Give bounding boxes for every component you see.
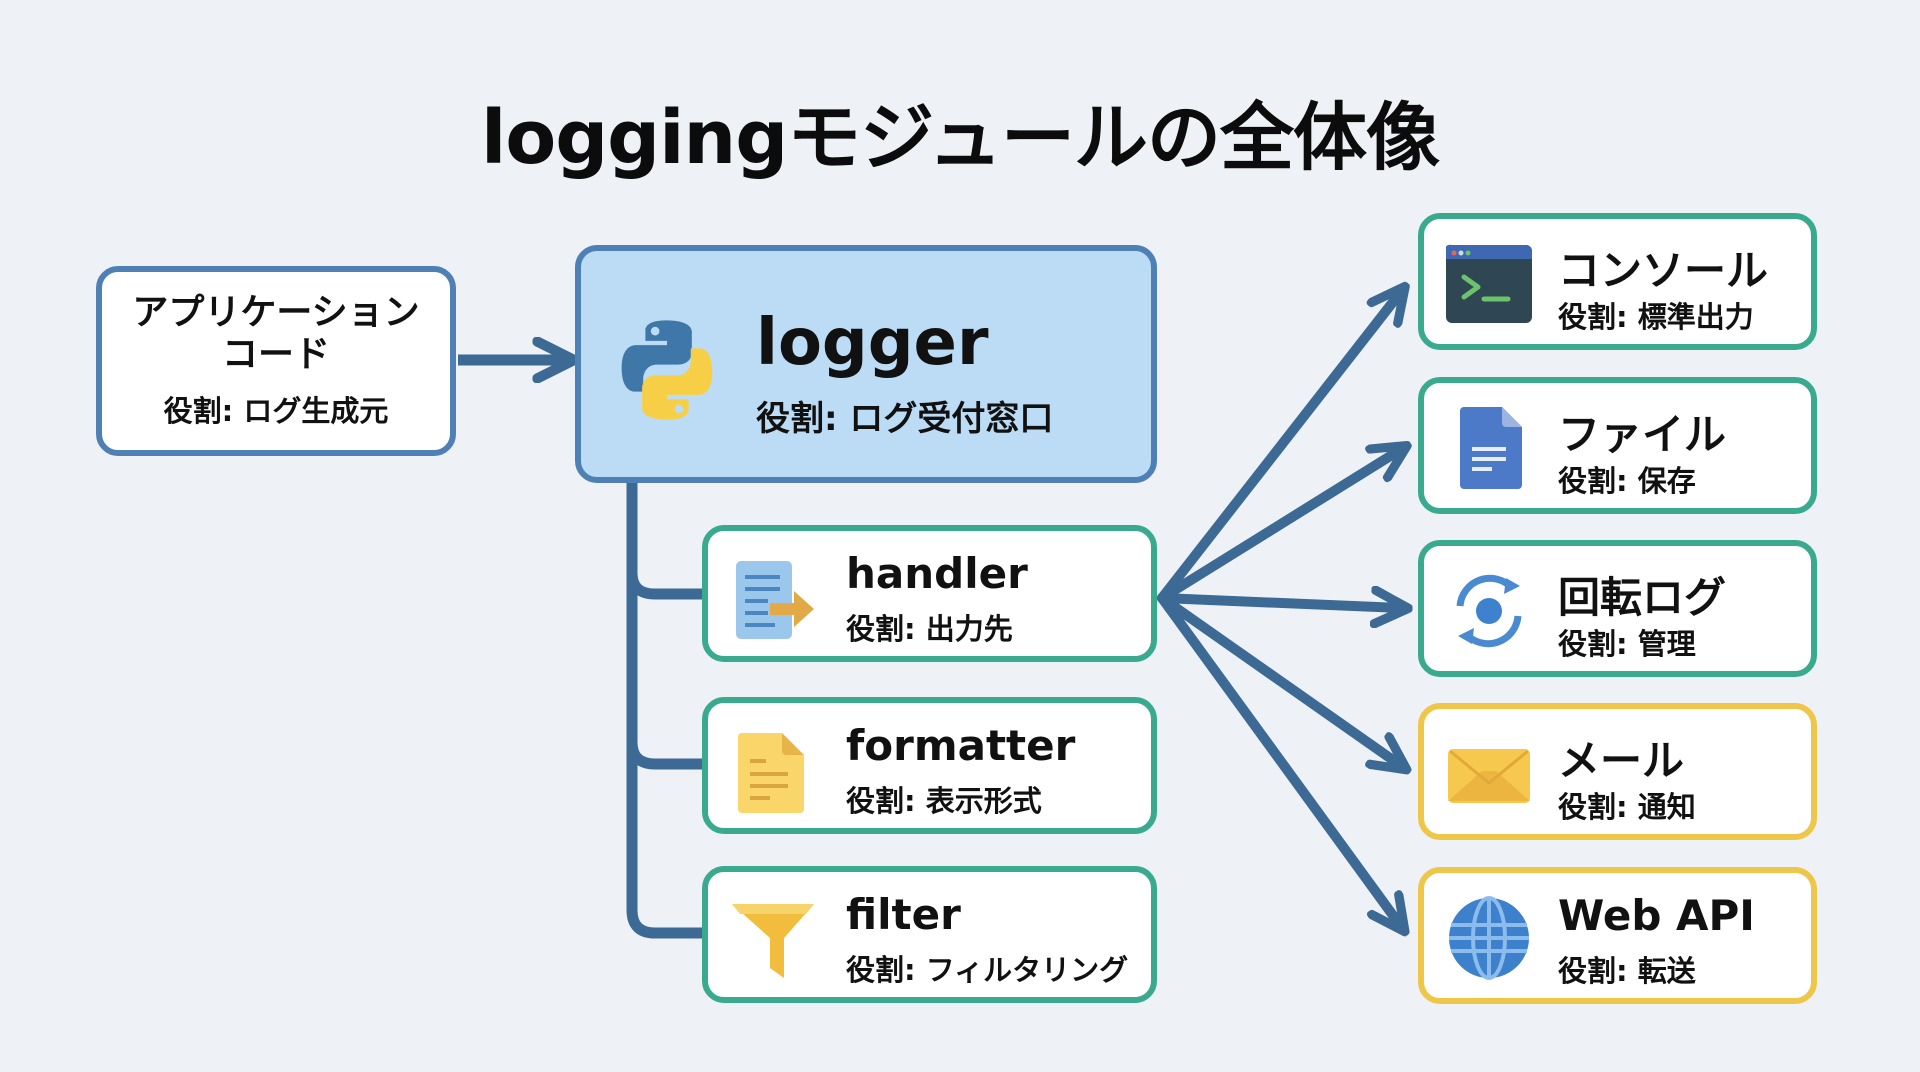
diagram-title: loggingモジュールの全体像	[481, 95, 1440, 181]
arrow-to-mail	[1157, 593, 1400, 765]
webapi-role: 役割: 転送	[1558, 954, 1696, 988]
application-code-role: 役割: ログ生成元	[163, 394, 389, 428]
funnel-icon	[732, 904, 814, 978]
application-code-node: アプリケーション コード 役割: ログ生成元	[96, 266, 456, 456]
tree-branch-formatter	[626, 741, 705, 770]
formatter-title: formatter	[846, 721, 1076, 770]
arrow-to-rotating-log	[1157, 598, 1400, 608]
destination-rotating-log: 回転ログ 役割: 管理	[1418, 540, 1817, 677]
destination-file: ファイル 役割: 保存	[1418, 377, 1817, 514]
yellow-document-icon	[738, 733, 804, 813]
destination-mail: メール 役割: 通知	[1418, 703, 1817, 840]
handler-title: handler	[846, 549, 1028, 598]
formatter-node: formatter 役割: 表示形式	[702, 697, 1157, 834]
rotate-icon	[1456, 574, 1522, 648]
mail-role: 役割: 通知	[1558, 790, 1696, 824]
globe-icon	[1449, 896, 1529, 980]
filter-role: 役割: フィルタリング	[846, 953, 1129, 987]
console-role: 役割: 標準出力	[1558, 300, 1754, 334]
arrow-to-webapi	[1157, 593, 1400, 925]
rotating-log-role: 役割: 管理	[1558, 627, 1696, 661]
envelope-icon	[1448, 749, 1530, 803]
logger-title: logger	[756, 306, 989, 380]
python-logo-icon	[621, 320, 713, 420]
rotating-log-title: 回転ログ	[1558, 573, 1727, 622]
logger-role: 役割: ログ受付窓口	[756, 399, 1054, 439]
application-code-label-line1: アプリケーション	[132, 292, 420, 333]
logger-node: logger 役割: ログ受付窓口	[575, 245, 1157, 483]
file-title: ファイル	[1558, 410, 1727, 459]
application-code-label-line2: コード	[221, 334, 330, 375]
formatter-role: 役割: 表示形式	[846, 784, 1042, 818]
file-icon	[1460, 407, 1522, 489]
destination-webapi: Web API 役割: 転送	[1418, 867, 1817, 1004]
mail-title: メール	[1558, 736, 1685, 785]
filter-node: filter 役割: フィルタリング	[702, 866, 1157, 1003]
terminal-icon	[1446, 244, 1532, 323]
tree-branch-handler	[626, 572, 705, 600]
handler-role: 役割: 出力先	[846, 612, 1013, 646]
arrow-to-file	[1157, 450, 1400, 603]
handler-node: handler 役割: 出力先	[702, 525, 1157, 662]
tree-trunk	[626, 483, 705, 939]
file-role: 役割: 保存	[1558, 464, 1696, 498]
webapi-title: Web API	[1558, 891, 1755, 940]
filter-title: filter	[846, 890, 961, 939]
console-title: コンソール	[1558, 246, 1769, 295]
document-arrow-icon	[736, 561, 814, 639]
arrow-to-console	[1157, 293, 1400, 603]
destination-console: コンソール 役割: 標準出力	[1418, 213, 1817, 350]
